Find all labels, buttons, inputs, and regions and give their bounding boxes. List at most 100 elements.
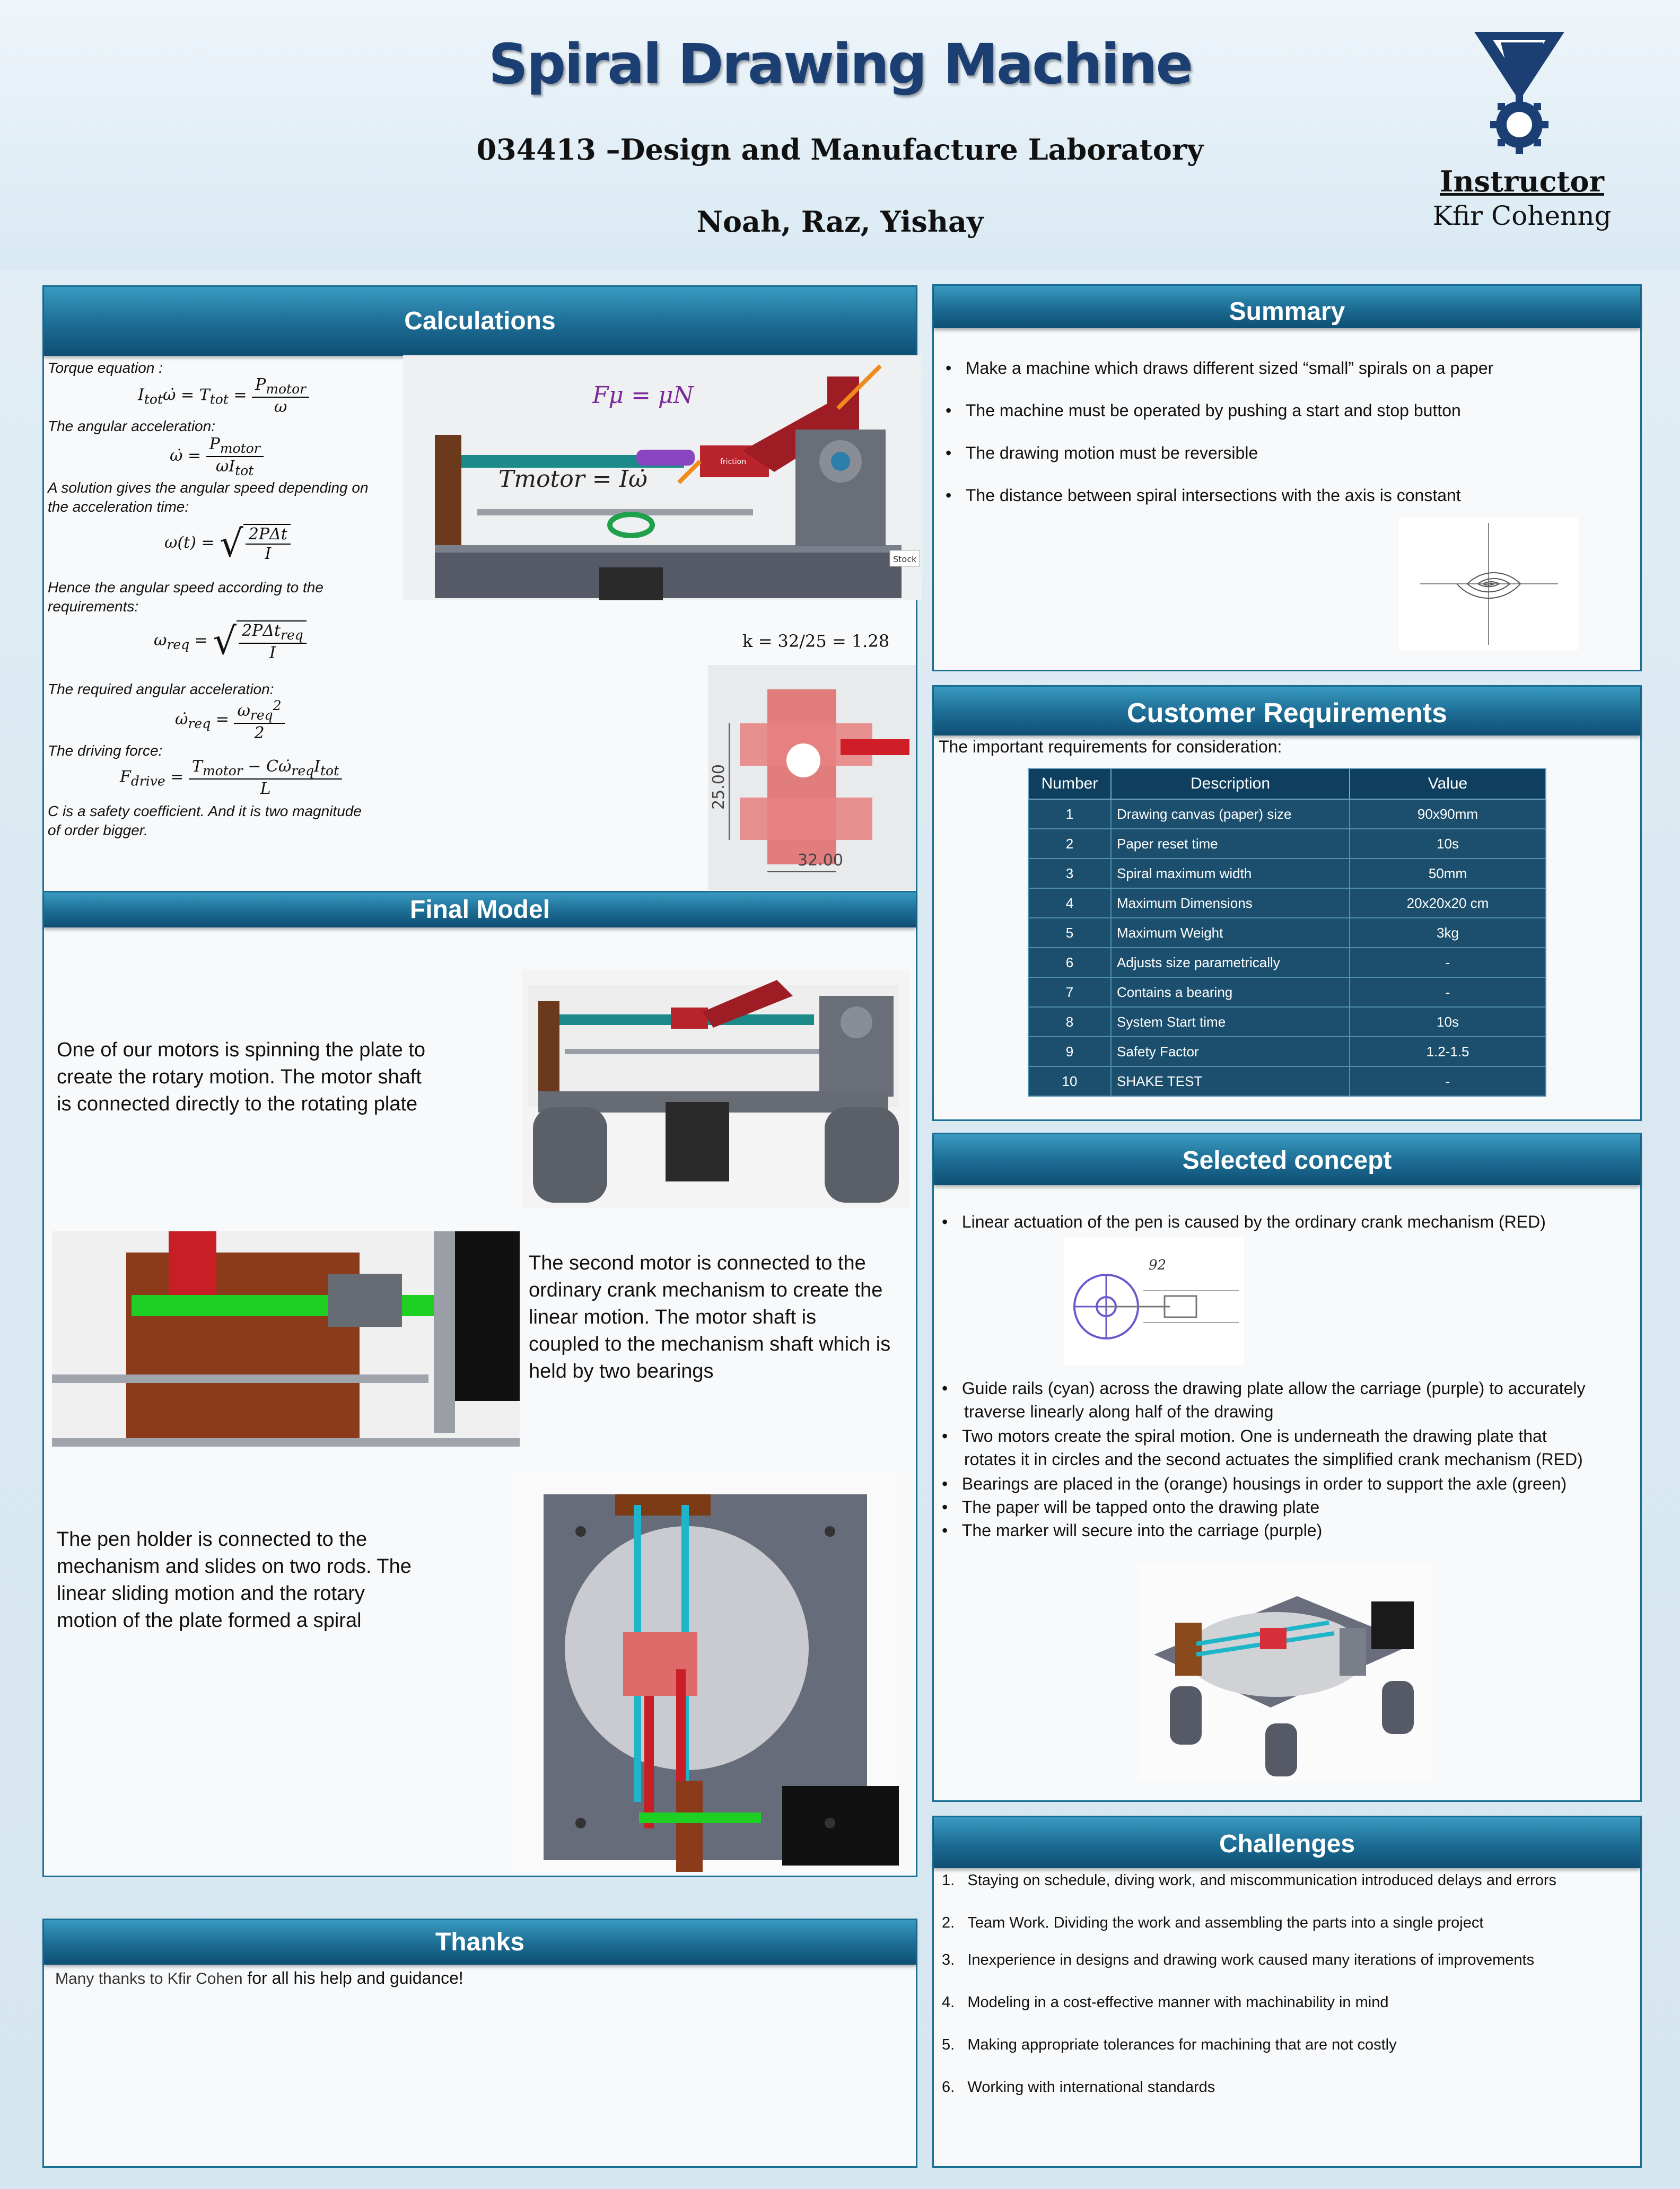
concept-item-3: • Bearings are placed in the (orange) ho…: [942, 1474, 1567, 1493]
summary-bullet-3: • The drawing motion must be reversible: [946, 443, 1258, 462]
crank-diagram-label: 92: [1149, 1257, 1166, 1273]
row-number: 9: [1028, 1036, 1112, 1067]
row-description: Adjusts size parametrically: [1110, 947, 1350, 978]
dimension-horizontal: 32.00: [798, 851, 843, 870]
carriage-dimension-figure: 25.00 32.00: [708, 665, 916, 890]
friction-force-label: Fμ = μN: [592, 382, 695, 409]
summary-header: Summary: [934, 286, 1640, 328]
concept-item-1: • Guide rails (cyan) across the drawing …: [942, 1379, 1586, 1421]
calc-line-safety-2: of order bigger.: [48, 822, 148, 838]
paragraph-line: The second motor is connected to the: [529, 1252, 866, 1274]
concept-item-2: • Two motors create the spiral motion. O…: [942, 1426, 1583, 1469]
summary-bullet-4: • The distance between spiral intersecti…: [946, 486, 1461, 505]
row-value: 10s: [1349, 828, 1546, 859]
summary-bullet-1: • Make a machine which draws different s…: [946, 358, 1494, 378]
paragraph-line: mechanism and slides on two rods. The: [57, 1555, 412, 1578]
concept-item-5: • The marker will secure into the carria…: [942, 1521, 1323, 1540]
row-value: -: [1349, 1066, 1546, 1097]
calc-line-solution-1: A solution gives the angular speed depen…: [48, 479, 369, 496]
column-header: Description: [1110, 768, 1350, 800]
row-number: 6: [1028, 947, 1112, 978]
final-model-paragraph-1: One of our motors is spinning the plate …: [57, 1037, 425, 1118]
requirements-intro: The important requirements for considera…: [939, 737, 1282, 756]
k-ratio-equation: k = 32/25 = 1.28: [742, 631, 890, 651]
paragraph-line: linear sliding motion and the rotary: [57, 1582, 365, 1605]
row-number: 5: [1028, 917, 1112, 948]
row-value: -: [1349, 947, 1546, 978]
concept-isometric-render: [1138, 1564, 1433, 1781]
challenge-item-5: 5. Making appropriate tolerances for mac…: [942, 2036, 1397, 2053]
challenge-item-3: 3. Inexperience in designs and drawing w…: [942, 1951, 1535, 1968]
challenges-panel: Challenges: [932, 1816, 1642, 2168]
thanks-text: Many thanks to Kfir Cohen for all his he…: [55, 1968, 463, 1988]
calc-line-safety-1: C is a safety coefficient. And it is two…: [48, 803, 362, 819]
calc-line-hence-1: Hence the angular speed according to the: [48, 579, 323, 596]
row-number: 3: [1028, 858, 1112, 889]
paragraph-line: The pen holder is connected to the: [57, 1528, 368, 1551]
calc-line-solution-2: the acceleration time:: [48, 498, 189, 515]
spiral-diagram: [1399, 518, 1578, 650]
requirements-header: Customer Requirements: [934, 687, 1640, 735]
calculations-header: Calculations: [44, 287, 916, 356]
paragraph-line: is connected directly to the rotating pl…: [57, 1093, 418, 1115]
paragraph-line: held by two bearings: [529, 1360, 714, 1382]
row-value: 90x90mm: [1349, 799, 1546, 829]
summary-bullet-2: • The machine must be operated by pushin…: [946, 401, 1461, 420]
calc-line-required: The required angular acceleration:: [48, 681, 274, 697]
calc-line-hence-2: requirements:: [48, 598, 139, 615]
row-value: 50mm: [1349, 858, 1546, 889]
thanks-panel: Thanks: [42, 1919, 917, 2168]
row-value: 20x20x20 cm: [1349, 888, 1546, 918]
final-model-side-view: [522, 969, 909, 1208]
paragraph-line: coupled to the mechanism shaft which is: [529, 1333, 891, 1355]
thanks-header: Thanks: [44, 1920, 916, 1965]
row-description: Drawing canvas (paper) size: [1110, 799, 1350, 829]
paragraph-line: linear motion. The motor shaft is: [529, 1306, 817, 1328]
course-title: 034413 –Design and Manufacture Laborator…: [476, 133, 1204, 167]
paragraph-line: ordinary crank mechanism to create the: [529, 1279, 883, 1301]
row-number: 10: [1028, 1066, 1112, 1097]
final-model-paragraph-2: The second motor is connected to the ord…: [529, 1250, 890, 1385]
poster-header: [0, 0, 1680, 270]
authors: Noah, Raz, Yishay: [696, 205, 984, 239]
selected-concept-header: Selected concept: [934, 1134, 1640, 1185]
row-value: 10s: [1349, 1006, 1546, 1037]
row-value: -: [1349, 977, 1546, 1008]
instructor-name: Kfir Cohenng: [1432, 200, 1612, 231]
paragraph-line: One of our motors is spinning the plate …: [57, 1039, 425, 1061]
row-description: SHAKE TEST: [1110, 1066, 1350, 1097]
stock-tag: Stock: [893, 554, 917, 564]
friction-tag: friction: [720, 458, 746, 466]
row-number: 8: [1028, 1006, 1112, 1037]
final-model-paragraph-3: The pen holder is connected to the mecha…: [57, 1526, 412, 1634]
challenge-item-2: 2. Team Work. Dividing the work and asse…: [942, 1914, 1484, 1931]
thanks-text-b: for all his help and guidance!: [242, 1968, 463, 1987]
instructor-label: Instructor: [1440, 164, 1604, 198]
column-header: Number: [1028, 768, 1112, 800]
paragraph-line: motion of the plate formed a spiral: [57, 1609, 362, 1632]
row-description: Spiral maximum width: [1110, 858, 1350, 889]
crank-bearing-view: [52, 1231, 520, 1447]
paragraph-line: create the rotary motion. The motor shaf…: [57, 1066, 422, 1088]
column-header: Value: [1349, 768, 1546, 800]
row-description: Maximum Dimensions: [1110, 888, 1350, 918]
thanks-text-a: Many thanks to Kfir Cohen: [55, 1970, 243, 1987]
row-description: Maximum Weight: [1110, 917, 1350, 948]
calc-line-torque: Torque equation :: [48, 360, 163, 376]
row-number: 2: [1028, 828, 1112, 859]
technion-logo: [1474, 32, 1564, 154]
poster-title: Spiral Drawing Machine: [488, 32, 1193, 97]
